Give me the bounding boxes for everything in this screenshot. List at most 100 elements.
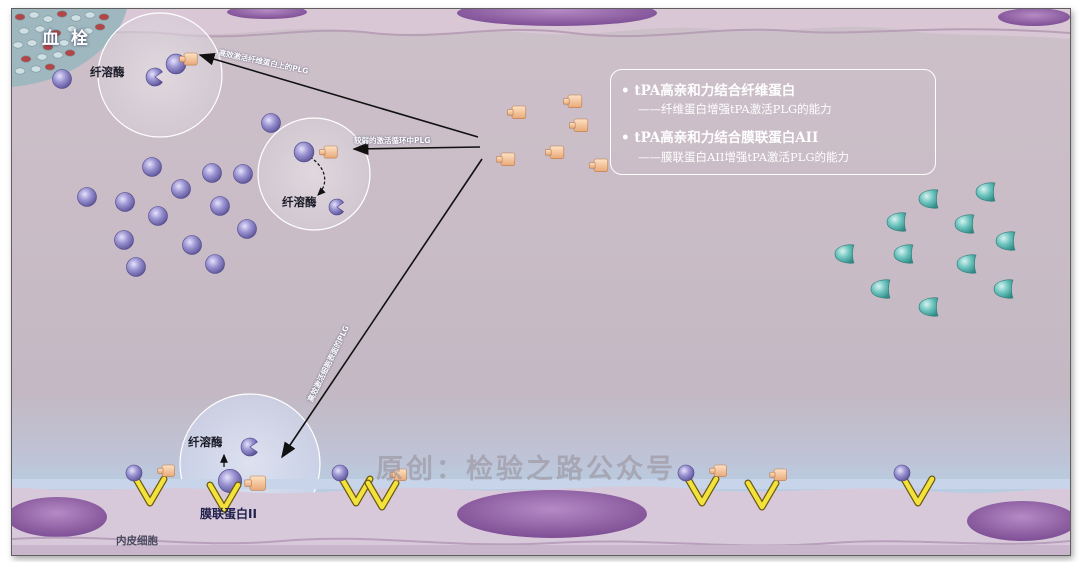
clot-fragment <box>98 13 110 21</box>
clot-fragment <box>42 15 54 23</box>
tpa-molecule <box>769 468 787 481</box>
clot-fragment <box>72 37 84 45</box>
annexin-receptor <box>684 475 720 507</box>
plasminogen-molecule <box>331 464 349 482</box>
annexin-receptor <box>338 475 374 507</box>
clot-fragment <box>28 11 40 19</box>
tpa-molecule <box>545 145 565 159</box>
plasmin-label-endothelium: 纤溶酶 <box>188 435 223 449</box>
clot-fragment <box>44 63 56 71</box>
clot-fragment <box>58 39 70 47</box>
plasmin-label-circulation: 纤溶酶 <box>282 195 317 209</box>
plasminogen-molecule <box>125 464 143 482</box>
clot-label: 血 栓 <box>42 29 91 49</box>
tpa-molecule <box>589 158 609 172</box>
plasmin-molecule <box>240 437 258 457</box>
plasmin-molecule <box>328 198 345 216</box>
clot-mass <box>12 9 127 87</box>
clot-fragment <box>12 41 24 49</box>
pai-molecule <box>918 189 939 209</box>
clot-fragment <box>18 27 30 35</box>
plasminogen-molecule <box>114 230 134 250</box>
annexin-receptor <box>132 475 168 507</box>
pai-molecule <box>893 244 914 264</box>
pai-molecule <box>995 231 1016 251</box>
activation-arrow-circulation <box>309 156 326 196</box>
legend-item-2-detail: ——膜联蛋白AII增强tPA激活PLG的能力 <box>638 150 850 164</box>
plasminogen-molecule <box>182 235 202 255</box>
tpa-molecule <box>244 475 266 491</box>
plasminogen-molecule <box>233 164 253 184</box>
annexin-receptor <box>364 479 400 511</box>
arrow-to-circulation <box>352 142 481 156</box>
clot-fragment <box>84 11 96 19</box>
arrow-to-clot <box>198 52 479 138</box>
clot-fragment <box>94 23 106 31</box>
pai-molecule <box>834 244 855 264</box>
plasminogen-molecule <box>893 464 911 482</box>
tpa-molecule <box>569 118 589 132</box>
legend-box <box>610 69 936 175</box>
annexin-receptor <box>206 481 242 513</box>
clot-fragment <box>30 65 42 73</box>
clot-fragment <box>82 27 94 35</box>
arrow-to-endothelium <box>281 158 483 459</box>
clot-binding-zone <box>97 12 223 138</box>
plasminogen-molecule <box>52 69 72 89</box>
tpa-molecule <box>389 468 407 481</box>
plasminogen-molecule <box>148 206 168 226</box>
annexin-label: 膜联蛋白II <box>200 507 257 521</box>
clot-fragment <box>20 55 32 63</box>
plasmin-label-clot: 纤溶酶 <box>90 65 125 79</box>
tpa-molecule <box>507 105 527 119</box>
clot-fragment <box>34 25 46 33</box>
tpa-molecule <box>179 52 198 66</box>
pai-molecule <box>975 182 996 202</box>
annexin-receptor <box>744 479 780 511</box>
plasminogen-molecule <box>202 163 222 183</box>
plasminogen-molecule <box>126 257 146 277</box>
plasminogen-molecule <box>677 464 695 482</box>
pai-molecule <box>993 279 1014 299</box>
pai-molecule <box>954 214 975 234</box>
clot-fragment <box>36 53 48 61</box>
legend-item-2-title: • tPA高亲和力结合膜联蛋白AII <box>621 130 819 146</box>
tpa-molecule <box>709 464 727 477</box>
legend-item-1-title: • tPA高亲和力结合纤维蛋白 <box>621 83 796 99</box>
clot-fragment <box>66 25 78 33</box>
clot-fragment <box>26 39 38 47</box>
clot-fragment <box>52 51 64 59</box>
clot-fragment <box>64 49 76 57</box>
clot-fragment <box>70 14 82 22</box>
pai-molecule <box>870 279 891 299</box>
legend-item-1-detail: ——纤维蛋白增强tPA激活PLG的能力 <box>638 102 832 116</box>
clot-fragment <box>14 13 26 21</box>
plasmin-molecule <box>145 67 163 87</box>
tpa-molecule <box>157 464 175 477</box>
tpa-molecule <box>319 145 338 159</box>
plasminogen-molecule <box>171 179 191 199</box>
endothelial-cell-label: 内皮细胞 <box>116 535 158 547</box>
clot-fragment <box>14 67 26 75</box>
fibrinolysis-scene <box>12 9 1070 555</box>
plasminogen-molecule <box>142 157 162 177</box>
plasminogen-molecule <box>261 113 281 133</box>
plasminogen-molecule <box>210 196 230 216</box>
clot-fragment <box>50 29 62 37</box>
plasminogen-molecule <box>293 141 315 163</box>
tpa-molecule <box>563 94 583 108</box>
pai-molecule <box>886 212 907 232</box>
plasminogen-molecule <box>237 219 257 239</box>
clot-fragment <box>42 43 54 51</box>
diagram-frame: 血 栓 高效激活纤维蛋白上的PLG 较弱的激活循环中PLG 高效激活细胞表面的P… <box>11 8 1071 556</box>
pai-molecule <box>918 297 939 317</box>
clot-fragment <box>56 10 68 18</box>
vessel-wall-bottom <box>12 479 1070 555</box>
plasminogen-molecule <box>115 192 135 212</box>
plasminogen-molecule <box>205 254 225 274</box>
annexin-receptor <box>900 475 936 507</box>
arrow-label-to-circulation: 较弱的激活循环中PLG <box>354 136 431 145</box>
tpa-molecule <box>496 152 516 166</box>
pai-molecule <box>956 254 977 274</box>
plasminogen-molecule <box>77 187 97 207</box>
